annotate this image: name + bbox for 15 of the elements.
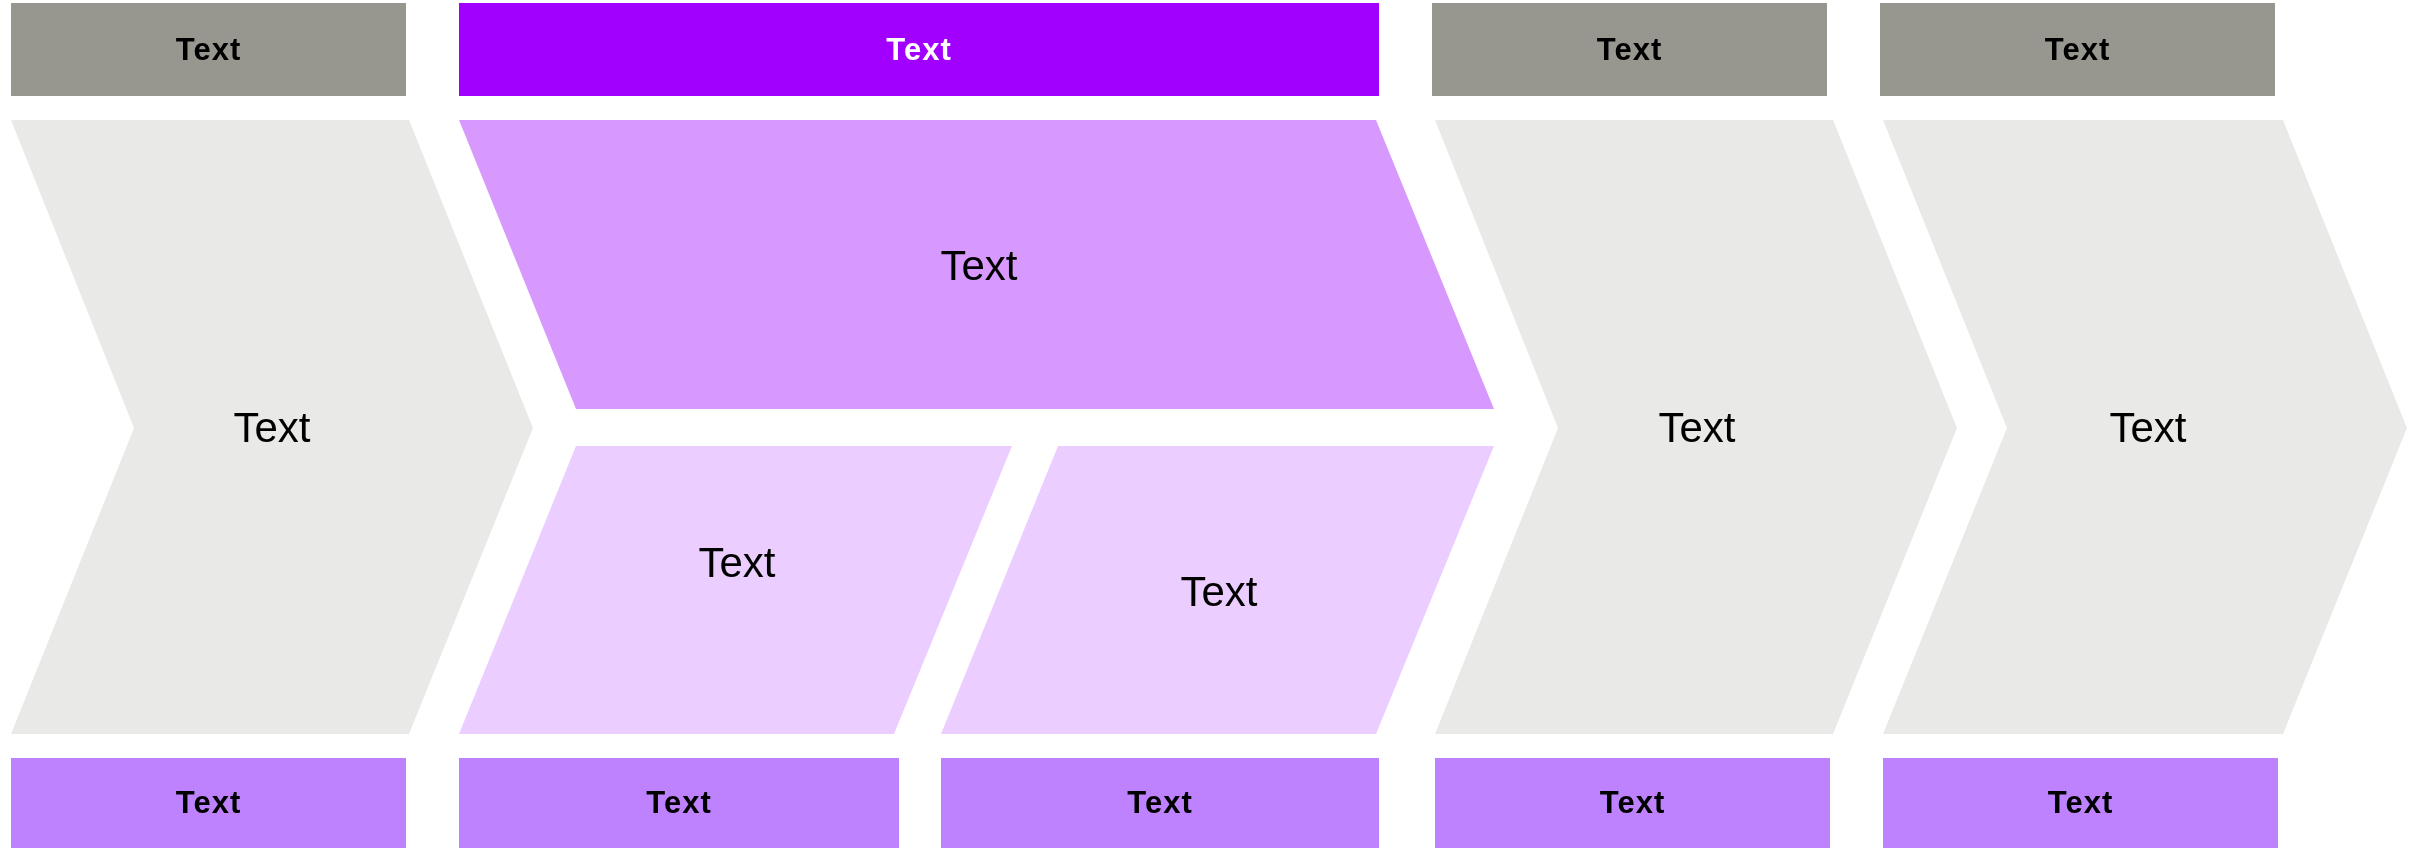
footer-bar: Text bbox=[1883, 758, 2278, 848]
header-bar: Text bbox=[11, 3, 406, 96]
footer-bar: Text bbox=[459, 758, 899, 848]
shape-label: Text bbox=[940, 242, 1018, 290]
footer-bar: Text bbox=[11, 758, 406, 848]
header-bar: Text bbox=[1880, 3, 2275, 96]
footer-bar: Text bbox=[941, 758, 1379, 848]
shape-label: Text bbox=[233, 404, 311, 452]
shape-label: Text bbox=[698, 539, 776, 587]
footer-bar: Text bbox=[1435, 758, 1830, 848]
shape-label: Text bbox=[1180, 568, 1258, 616]
header-bar: Text bbox=[1432, 3, 1827, 96]
shape-label: Text bbox=[2109, 404, 2187, 452]
shape-label: Text bbox=[1658, 404, 1736, 452]
header-bar: Text bbox=[459, 3, 1379, 96]
